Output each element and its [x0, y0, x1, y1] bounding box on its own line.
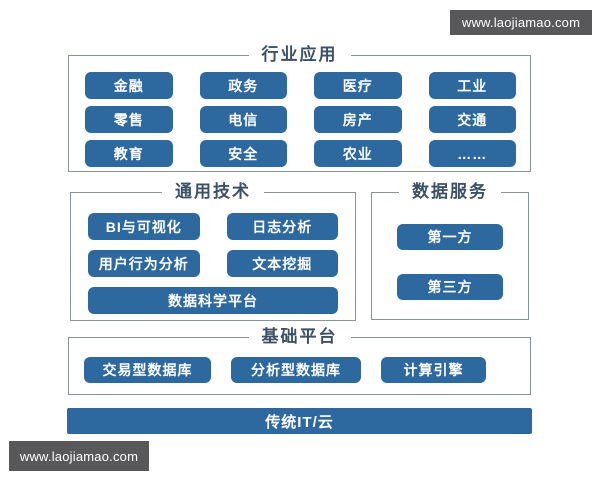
- chip-retail: 零售: [85, 106, 173, 133]
- industry-chip-grid: 金融 政务 医疗 工业 零售 电信 房产 交通 教育 安全 农业 ……: [69, 56, 530, 167]
- chip-security: 安全: [199, 140, 287, 167]
- chip-transactional-database: 交易型数据库: [84, 357, 211, 383]
- section-general-technology: 通用技术 BI与可视化 日志分析 用户行为分析 文本挖掘 数据科学平台: [70, 181, 356, 321]
- chip-data-science-platform: 数据科学平台: [88, 287, 338, 314]
- chip-transport: 交通: [428, 106, 516, 133]
- chip-industrial: 工业: [428, 72, 516, 99]
- chip-log-analysis: 日志分析: [226, 213, 338, 240]
- chip-text-mining: 文本挖掘: [226, 250, 338, 277]
- chip-government: 政务: [199, 72, 287, 99]
- watermark-bottom: www.laojiamao.com: [9, 441, 149, 471]
- section-title-tech: 通用技术: [162, 181, 264, 203]
- platform-chip-row: 交易型数据库 分析型数据库 计算引擎: [69, 338, 530, 383]
- section-title-industry: 行业应用: [248, 44, 351, 66]
- data-service-chip-stack: 第一方 第三方: [372, 193, 528, 300]
- chip-first-party: 第一方: [397, 224, 503, 250]
- watermark-top: www.laojiamao.com: [450, 10, 592, 35]
- chip-medical: 医疗: [314, 72, 402, 99]
- chip-education: 教育: [85, 140, 173, 167]
- chip-third-party: 第三方: [397, 274, 503, 300]
- chip-real-estate: 房产: [314, 106, 402, 133]
- chip-compute-engine: 计算引擎: [381, 357, 486, 383]
- chip-telecom: 电信: [199, 106, 287, 133]
- section-title-platform: 基础平台: [248, 326, 351, 348]
- tech-chip-grid: BI与可视化 日志分析 用户行为分析 文本挖掘 数据科学平台: [71, 193, 355, 314]
- section-data-services: 数据服务 第一方 第三方: [371, 181, 529, 320]
- chip-analytical-database: 分析型数据库: [231, 357, 361, 383]
- chip-bi-visualization: BI与可视化: [88, 213, 200, 240]
- section-industry-applications: 行业应用 金融 政务 医疗 工业 零售 电信 房产 交通 教育 安全 农业 ……: [68, 44, 531, 172]
- chip-finance: 金融: [85, 72, 173, 99]
- section-base-platform: 基础平台 交易型数据库 分析型数据库 计算引擎: [68, 326, 531, 395]
- chip-user-behavior: 用户行为分析: [88, 250, 200, 277]
- traditional-it-cloud-bar: 传统IT/云: [67, 408, 532, 434]
- chip-more: ……: [428, 140, 516, 167]
- section-title-data-services: 数据服务: [399, 181, 501, 203]
- chip-agriculture: 农业: [314, 140, 402, 167]
